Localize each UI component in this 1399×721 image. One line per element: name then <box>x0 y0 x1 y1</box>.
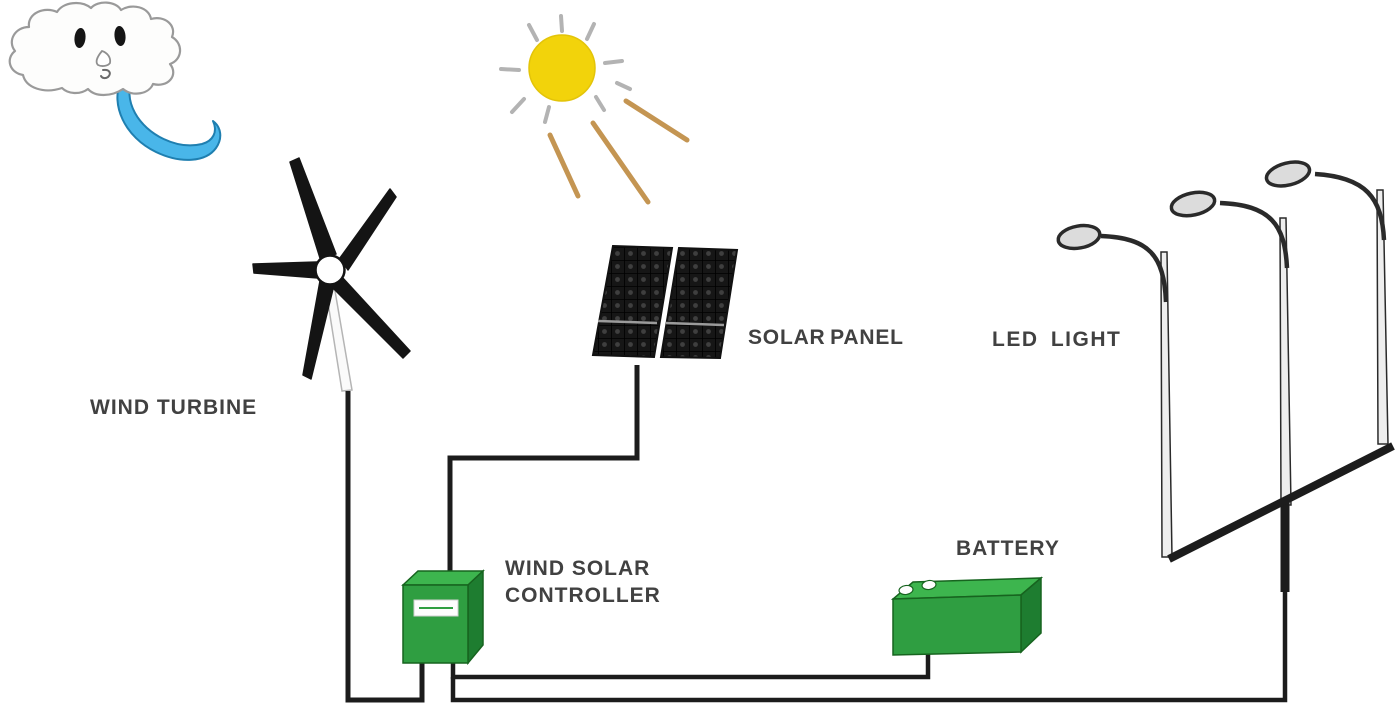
street-light-icon-3 <box>1264 160 1389 445</box>
turbine-blades <box>252 157 411 380</box>
led-light-label: LED LIGHT <box>992 328 1122 351</box>
cloud-nose <box>95 49 112 67</box>
wind-swoosh-icon <box>116 78 222 161</box>
battery-terminal <box>921 579 937 591</box>
solar-panel-label: SOLAR PANEL <box>748 326 904 349</box>
wire-turbine-to-controller <box>345 391 425 703</box>
sun-icon <box>499 14 690 205</box>
controller-label-line2: CONTROLLER <box>505 584 661 607</box>
wind-turbine-icon <box>252 157 411 392</box>
battery-terminal <box>898 584 914 596</box>
cloud-right-eye <box>114 26 126 46</box>
wires <box>345 365 1395 703</box>
wire-solarpanel-to-controller <box>447 365 640 588</box>
solar-panel-left <box>591 244 674 359</box>
street-light-icon-1 <box>1056 223 1173 558</box>
controller-side-face <box>467 569 484 666</box>
battery-box-icon <box>890 576 1044 656</box>
solar-panel-icon <box>591 244 739 360</box>
wind-turbine-label: WIND TURBINE <box>90 396 258 419</box>
controller-front-face <box>402 584 469 664</box>
battery-label: BATTERY <box>956 537 1060 560</box>
street-light-pole <box>1376 189 1389 445</box>
ledlight-ground-bar <box>1167 442 1395 563</box>
street-light-lamp <box>1264 160 1312 188</box>
solar-panel-right <box>659 246 739 360</box>
controller-label-line1: WIND SOLAR <box>505 557 651 580</box>
street-light-icon-2 <box>1169 190 1292 506</box>
wire-controller-to-ledlight <box>450 498 1288 703</box>
street-light-arm <box>1100 233 1169 303</box>
turbine-hub <box>314 254 346 286</box>
cloud-outline <box>8 1 182 97</box>
battery-front-face <box>892 594 1022 656</box>
controller-label: WIND SOLAR CONTROLLER <box>505 555 661 609</box>
sun-short-rays <box>499 14 632 124</box>
controller-box-icon <box>401 569 485 666</box>
cloud-face-icon <box>8 1 182 97</box>
street-light-arm <box>1219 200 1290 269</box>
cloud-mouth <box>100 68 111 80</box>
street-light-arm <box>1314 171 1387 241</box>
street-light-lamp <box>1169 190 1217 218</box>
cloud-left-eye <box>74 28 86 48</box>
sun-long-rays <box>547 98 690 205</box>
street-light-pole <box>1279 217 1292 506</box>
sun-disc <box>528 34 596 102</box>
street-light-lamp <box>1056 223 1102 251</box>
wire-controller-to-battery <box>450 652 931 680</box>
